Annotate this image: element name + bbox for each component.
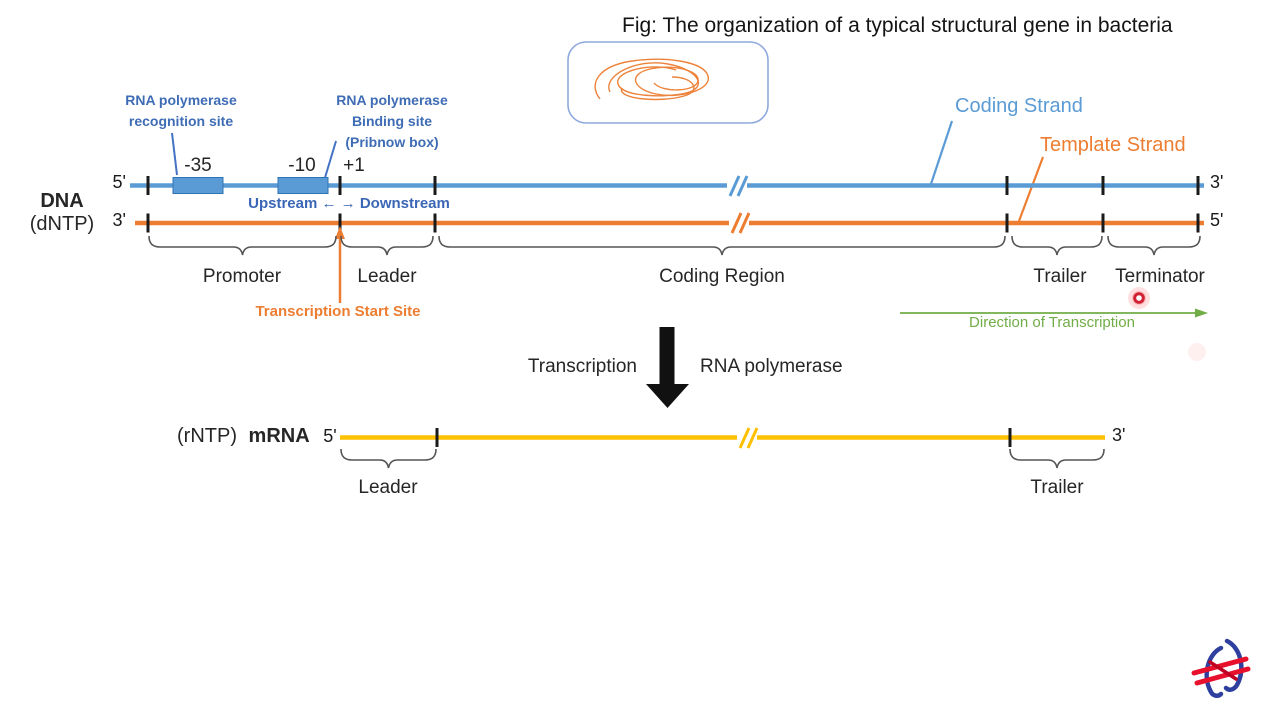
rna-pol-recognition-label: RNA polymerase recognition site [125,90,237,132]
mrna-leader-brace [340,448,437,469]
transcription-start-arrow [335,226,345,303]
coding-region-brace [438,235,1006,256]
minus10-label: -10 [288,155,316,176]
rna-pol-recognition-line2: recognition site [128,113,234,129]
minus35-box [172,177,224,194]
leader-label: Leader [357,266,417,287]
coding-strand-label: Coding Strand [955,95,1083,117]
upstream-downstream-label: Upstream ← → Downstream [248,195,450,212]
mrna-region-braces [340,448,1105,469]
direction-of-transcription-arrow [900,308,1208,318]
minus10-box [277,177,329,194]
mrna-title: (rNTP) mRNA 5' [177,425,337,448]
coding-strand-3prime: 3' [1210,172,1224,192]
mrna-line [340,426,1105,449]
terminator-label: Terminator [1115,266,1205,287]
trailer-label: Trailer [1033,266,1087,287]
mrna-leader-label: Leader [358,477,418,498]
mrna-label: mRNA [248,425,310,447]
trailer-brace [1011,235,1103,256]
coding-strand-pointer-line [929,120,954,185]
rna-pol-binding-line3: (Pribnow box) [345,134,439,150]
rna-pol-binding-line2: Binding site [351,113,433,129]
template-strand-3prime: 3' [112,210,126,230]
plasmid-icon [567,41,769,124]
promoter-label: Promoter [202,266,282,287]
template-strand-5prime: 5' [1210,210,1224,230]
dna-label: DNA [40,190,84,212]
coding-strand-line [130,174,1204,197]
promoter-brace [148,235,337,256]
leader-brace [340,235,434,256]
minus35-label: -35 [184,155,212,176]
recognition-site-pointer-line [171,132,178,176]
direction-of-transcription-label: Direction of Transcription [969,314,1135,331]
rna-pol-recognition-line1: RNA polymerase [125,92,237,108]
mrna-trailer-label: Trailer [1030,477,1084,498]
plus1-label: +1 [343,155,365,176]
figure-title: Fig: The organization of a typical struc… [622,14,1173,37]
binding-site-pointer-line [323,140,337,182]
template-strand-pointer-line [1017,156,1045,222]
dntp-label: (dNTP) [29,213,95,235]
mrna-3prime: 3' [1112,425,1126,445]
coding-strand-5prime: 5' [112,172,126,192]
transcription-label: Transcription [527,356,637,377]
template-strand-break [729,211,751,234]
mrna-break [737,426,759,449]
template-strand-label: Template Strand [1040,134,1186,156]
laser-pointer-dot [1128,287,1206,361]
rna-pol-binding-label: RNA polymerase Binding site (Pribnow box… [336,90,448,153]
template-strand-line [135,211,1204,234]
channel-logo-icon [1191,638,1251,698]
rna-pol-binding-line1: RNA polymerase [336,92,448,108]
coding-strand-break [727,174,749,197]
coding-region-label: Coding Region [659,266,785,287]
transcription-start-site-label: Transcription Start Site [255,303,421,320]
rntp-label: (rNTP) [177,425,237,447]
mrna-trailer-brace [1009,448,1105,469]
rna-polymerase-label: RNA polymerase [700,356,843,377]
terminator-brace [1107,235,1201,256]
transcription-process-arrow [646,327,689,408]
mrna-5prime: 5' [323,426,337,446]
dna-region-braces [148,235,1201,256]
